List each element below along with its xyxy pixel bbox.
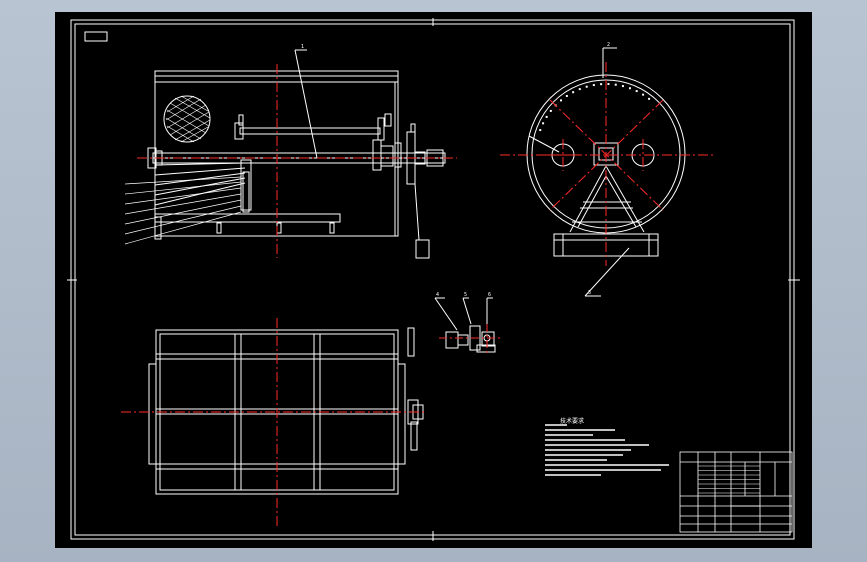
perforation-dot	[542, 122, 545, 125]
perforation-dot	[578, 88, 581, 91]
cad-drawing: 1 2 3	[67, 18, 800, 541]
perforation-dot	[600, 83, 603, 86]
motor-centerlines	[439, 324, 501, 356]
side-view	[124, 49, 446, 259]
leader-label-2: 2	[607, 42, 610, 48]
perforation-dot	[648, 97, 651, 100]
perforation-dot	[642, 93, 645, 96]
perforation-dot	[539, 129, 542, 132]
perforation-dot	[592, 84, 595, 87]
parts-list	[698, 465, 760, 494]
leader-label-4: 4	[436, 292, 439, 298]
notes-lines	[545, 424, 669, 476]
leader-label-1: 1	[301, 44, 304, 50]
end-view-centerlines	[500, 62, 713, 266]
perforation-dot	[549, 109, 552, 112]
sheet-inner-border	[74, 23, 791, 536]
perforation-dot	[635, 90, 638, 93]
leader-label-5: 5	[464, 292, 467, 298]
leader-label-3: 3	[588, 290, 591, 296]
cad-drawing-viewport[interactable]: 1 2 3	[55, 12, 812, 548]
notes-heading: 技术要求	[560, 417, 584, 425]
title-block	[679, 451, 793, 533]
perforation-dot	[585, 85, 588, 88]
perforation-dot	[545, 115, 548, 118]
label-leaders	[124, 176, 242, 245]
plan-view	[148, 327, 424, 495]
motor-detail	[434, 297, 496, 353]
drum-perforations	[539, 83, 651, 132]
perforation-dot	[621, 85, 624, 88]
perforation-dot	[607, 83, 610, 86]
side-view-centerlines	[137, 64, 457, 258]
mesh-window	[163, 95, 211, 143]
perforation-dot	[565, 94, 568, 97]
counterweight	[415, 239, 430, 259]
leader-label-6: 6	[488, 292, 491, 298]
corner-tag-box	[84, 31, 108, 42]
plan-view-centerlines	[121, 318, 427, 527]
mesh-pattern	[165, 95, 211, 143]
perforation-dot	[572, 91, 575, 94]
perforation-dot	[560, 99, 563, 102]
perforation-dot	[614, 83, 617, 86]
sheet-outer-border	[70, 19, 795, 540]
bottom-tray	[154, 213, 341, 223]
perforation-dot	[628, 87, 631, 90]
